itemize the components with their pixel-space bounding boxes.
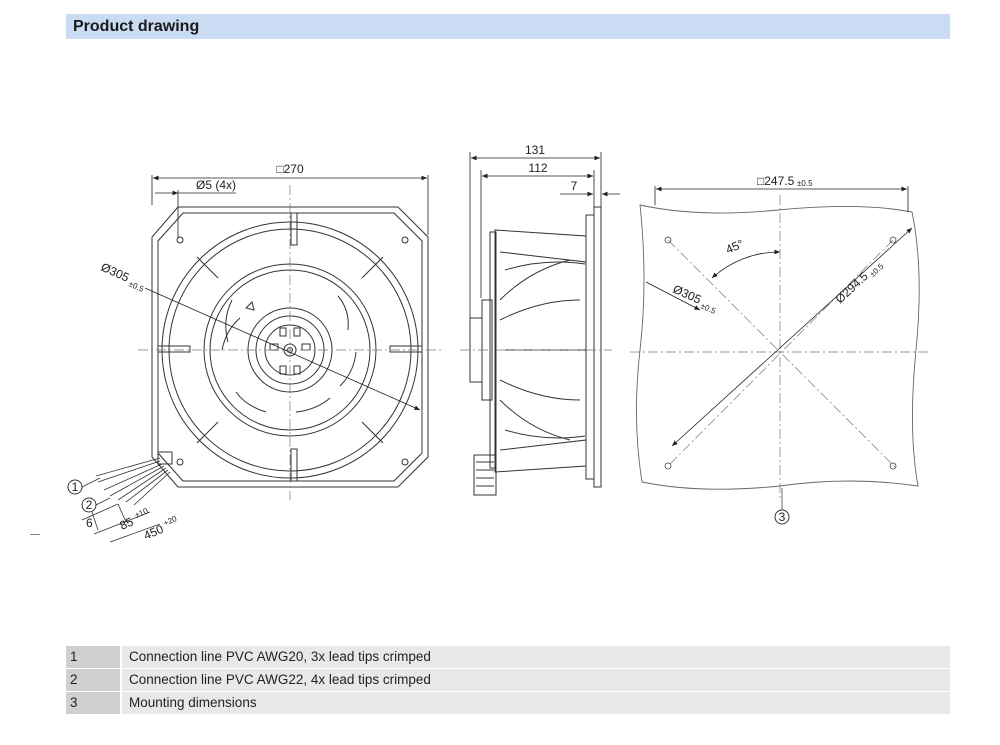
legend-row: 2 Connection line PVC AWG22, 4x lead tip… bbox=[66, 669, 950, 691]
front-dimension-lines bbox=[144, 175, 429, 411]
section-header: Product drawing bbox=[66, 14, 950, 39]
front-centerlines bbox=[138, 185, 444, 500]
legend-table: 1 Connection line PVC AWG20, 3x lead tip… bbox=[66, 646, 950, 715]
dim-lead-450: 450 +20 bbox=[142, 514, 179, 543]
dim-side-total: 131 bbox=[525, 143, 545, 157]
svg-text:+20: +20 bbox=[162, 514, 179, 528]
legend-number: 1 bbox=[66, 646, 120, 668]
dim-mount-diagonal: Ø294.5 ±0.5 bbox=[832, 261, 886, 306]
svg-text:1: 1 bbox=[72, 480, 79, 494]
margin-mark bbox=[30, 534, 40, 535]
dim-side-body: 112 bbox=[528, 161, 547, 175]
cable-leads bbox=[81, 457, 171, 543]
callout-3: 3 bbox=[774, 488, 790, 525]
legend-row: 1 Connection line PVC AWG20, 3x lead tip… bbox=[66, 646, 950, 668]
svg-text:□247.5: □247.5 bbox=[757, 174, 795, 188]
svg-text:±0.5: ±0.5 bbox=[797, 179, 813, 188]
svg-text:2: 2 bbox=[86, 498, 93, 512]
svg-text:±0.5: ±0.5 bbox=[127, 279, 145, 294]
product-drawing: □270 Ø5 (4x) Ø305 ±0.5 1 2 6 85 ±10 450 … bbox=[67, 143, 930, 543]
dim-angle: 45° bbox=[724, 236, 746, 256]
side-view bbox=[469, 206, 602, 496]
legend-text: Connection line PVC AWG20, 3x lead tips … bbox=[122, 646, 950, 668]
legend-text: Mounting dimensions bbox=[122, 692, 950, 714]
svg-text:±0.5: ±0.5 bbox=[868, 261, 886, 279]
dim-front-width: □270 bbox=[276, 162, 304, 176]
svg-text:3: 3 bbox=[779, 510, 786, 524]
legend-row: 3 Mounting dimensions bbox=[66, 692, 950, 714]
side-dimension-lines bbox=[469, 152, 620, 318]
callout-2: 2 bbox=[81, 497, 111, 513]
svg-text:±0.5: ±0.5 bbox=[699, 301, 717, 316]
dim-mount-diameter: Ø305 ±0.5 bbox=[671, 282, 718, 316]
svg-text:Ø294.5: Ø294.5 bbox=[832, 269, 871, 306]
legend-number: 2 bbox=[66, 669, 120, 691]
legend-text: Connection line PVC AWG22, 4x lead tips … bbox=[122, 669, 950, 691]
section-title: Product drawing bbox=[73, 18, 200, 35]
dim-front-diameter: Ø305 ±0.5 bbox=[99, 260, 146, 294]
svg-text:450: 450 bbox=[142, 522, 166, 543]
mounting-dimension-lines bbox=[645, 186, 913, 447]
svg-text:Ø305: Ø305 bbox=[99, 260, 132, 285]
dim-hole: Ø5 (4x) bbox=[196, 178, 236, 192]
svg-text:85: 85 bbox=[118, 514, 136, 532]
legend-number: 3 bbox=[66, 692, 120, 714]
dim-side-flange: 7 bbox=[571, 179, 578, 193]
dim-lead-strip: 6 bbox=[86, 516, 93, 530]
dim-mount-square: □247.5 ±0.5 bbox=[757, 174, 813, 188]
callout-1: 1 bbox=[67, 477, 101, 495]
svg-text:±10: ±10 bbox=[134, 506, 150, 520]
mounting-view bbox=[636, 204, 920, 490]
